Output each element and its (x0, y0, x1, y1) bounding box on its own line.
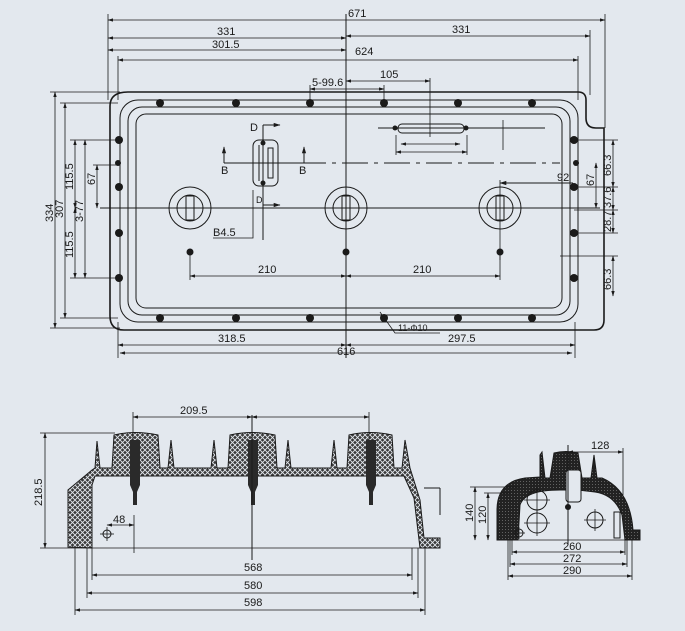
section-mark-b-right: B (299, 165, 306, 177)
dim-290: 290 (563, 565, 581, 577)
dim-580: 580 (244, 580, 262, 592)
dimensions-right: 66.3 37.6 28.7 66.3 67 92 (499, 139, 618, 297)
dim-37-6: 37.6 (602, 187, 614, 208)
dim-260: 260 (563, 541, 581, 553)
top-view: D D B B B4.5 671 331 331 (44, 8, 618, 358)
flange-ring-outer (119, 99, 579, 323)
dim-105: 105 (380, 69, 398, 81)
dim-115-5-bottom: 115.5 (64, 231, 76, 258)
dim-11-phi10: 11-Φ10 (398, 323, 428, 333)
dimensions-left: 334 307 115.5 115.5 3-77 67 (44, 91, 120, 329)
dim-92: 92 (557, 172, 569, 184)
dim-331-left: 331 (217, 26, 235, 38)
bushing (168, 186, 212, 230)
sensor-slot (565, 469, 582, 503)
dim-210-right: 210 (413, 264, 431, 276)
dim-67-right: 67 (585, 174, 597, 186)
dim-5-99-6: 5-99.6 (312, 77, 343, 89)
plate-outline (109, 91, 605, 331)
dim-66-3-bottom: 66.3 (602, 269, 614, 290)
dim-120: 120 (477, 506, 489, 524)
cable-holes (513, 487, 606, 539)
dim-128: 128 (591, 440, 609, 452)
dim-598: 598 (244, 597, 262, 609)
dim-331-right: 331 (452, 24, 470, 36)
dim-28-7: 28.7 (602, 211, 614, 232)
dim-66-3-top: 66.3 (602, 155, 614, 176)
dim-48: 48 (113, 514, 125, 526)
dim-218-5: 218.5 (33, 478, 45, 506)
front-section-view: 209.5 218.5 48 568 580 598 (33, 405, 441, 615)
dim-297-5: 297.5 (448, 333, 476, 345)
dim-210-left: 210 (258, 264, 276, 276)
bushing-conductors (130, 440, 376, 505)
dim-301-5: 301.5 (212, 39, 240, 51)
section-mark-d-bottom: D (256, 195, 263, 205)
dim-272: 272 (563, 553, 581, 565)
side-section-view: 140 120 128 260 272 290 (464, 440, 641, 580)
bushing (324, 186, 368, 230)
dim-318-5: 318.5 (218, 333, 246, 345)
dim-616: 616 (337, 346, 355, 358)
section-mark-b-left: B (221, 165, 228, 177)
dim-568: 568 (244, 562, 262, 574)
flange-ring-inner (135, 113, 563, 309)
slot-detail (378, 120, 545, 155)
dim-334: 334 (44, 204, 56, 222)
section-mark-d-top: D (250, 122, 258, 134)
dim-307: 307 (54, 200, 66, 218)
dim-624: 624 (355, 46, 373, 58)
dim-209-5: 209.5 (180, 405, 208, 417)
sensor-detail: D D B B B4.5 (213, 122, 306, 240)
dim-115-5-top: 115.5 (64, 163, 76, 190)
dim-b4-5: B4.5 (213, 227, 236, 239)
dim-3-77: 3-77 (74, 200, 86, 222)
dimensions-210: 210 210 (189, 255, 501, 280)
dim-671: 671 (348, 8, 366, 20)
dimensions-top: 671 331 331 301.5 624 105 5-99.6 (107, 8, 606, 137)
dimensions-bottom: 318.5 297.5 616 11-Φ10 (117, 311, 576, 358)
dim-67-left: 67 (86, 173, 98, 185)
bolt-hole (115, 99, 579, 322)
dim-140: 140 (464, 504, 476, 522)
bolt-holes (115, 99, 579, 322)
flange-ring-middle (127, 106, 571, 316)
